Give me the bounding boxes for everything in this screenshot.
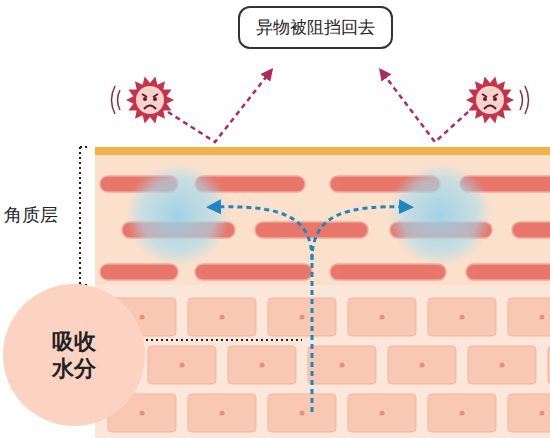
node-text: 吸收 水分: [49, 328, 100, 383]
label-box: 异物被阻挡回去: [238, 6, 393, 49]
virus-icons: [112, 77, 529, 124]
label-circle: 吸收 水分: [3, 284, 145, 426]
layer-label: 角质层: [4, 203, 58, 227]
node-text: 异物被阻挡回去: [256, 16, 375, 39]
